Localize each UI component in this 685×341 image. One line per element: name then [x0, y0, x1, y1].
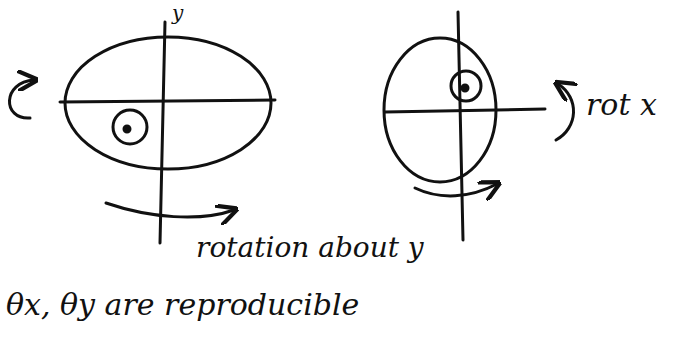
y-axis	[458, 12, 463, 240]
rotation-label: rot x	[586, 88, 657, 123]
dot-circle	[451, 71, 481, 101]
rotation-arrow	[106, 203, 234, 217]
rotation-arrow	[556, 84, 574, 140]
dot	[124, 126, 130, 132]
rotation-arrow	[9, 80, 34, 118]
dot-circle	[113, 110, 147, 144]
x-axis	[60, 100, 275, 102]
y-axis	[160, 22, 165, 243]
note-text: θx, θy are reproducible	[6, 288, 359, 323]
rotation-arrow	[415, 184, 497, 196]
axis-label: y	[172, 2, 183, 25]
dot	[462, 85, 468, 91]
x-axis	[385, 109, 545, 112]
rotation-label: rotation about y	[196, 232, 424, 264]
